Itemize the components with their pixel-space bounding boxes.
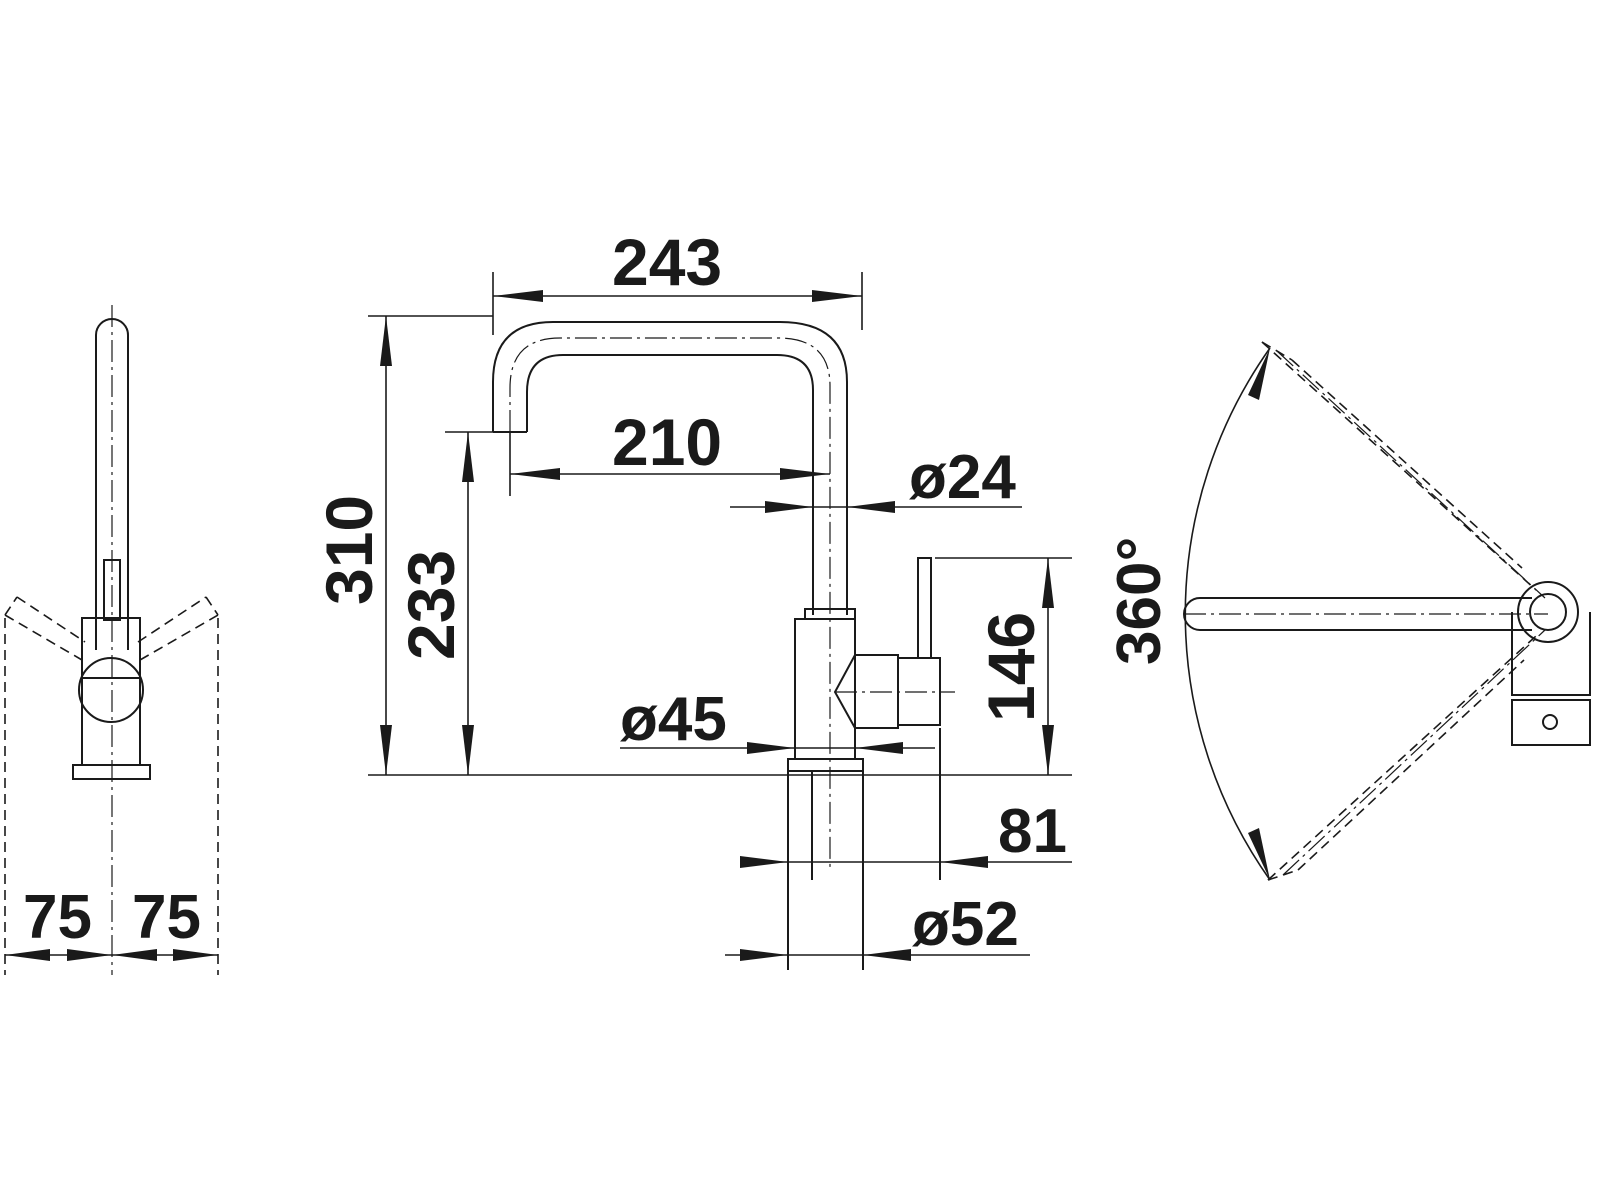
dim-spout-diameter: ø24 xyxy=(909,443,1016,512)
front-view: 75 75 xyxy=(4,305,219,975)
dim-swivel-angle: 360° xyxy=(1105,537,1174,665)
side-view: 243 210 ø24 310 233 146 ø45 xyxy=(312,225,1072,970)
dim-body-diameter: ø45 xyxy=(620,685,727,754)
dim-lever-left: 75 xyxy=(23,883,92,952)
dim-base-width: 81 xyxy=(998,797,1067,866)
dim-lever-right: 75 xyxy=(132,883,201,952)
dim-lever-height: 146 xyxy=(974,612,1048,722)
dim-spout-width: 243 xyxy=(612,225,722,299)
dim-total-height: 310 xyxy=(312,495,386,605)
dim-spout-reach: 210 xyxy=(612,405,722,479)
dim-spout-height: 233 xyxy=(394,550,468,660)
top-view: 360° xyxy=(1105,341,1591,881)
dim-shank-diameter: ø52 xyxy=(912,890,1019,959)
